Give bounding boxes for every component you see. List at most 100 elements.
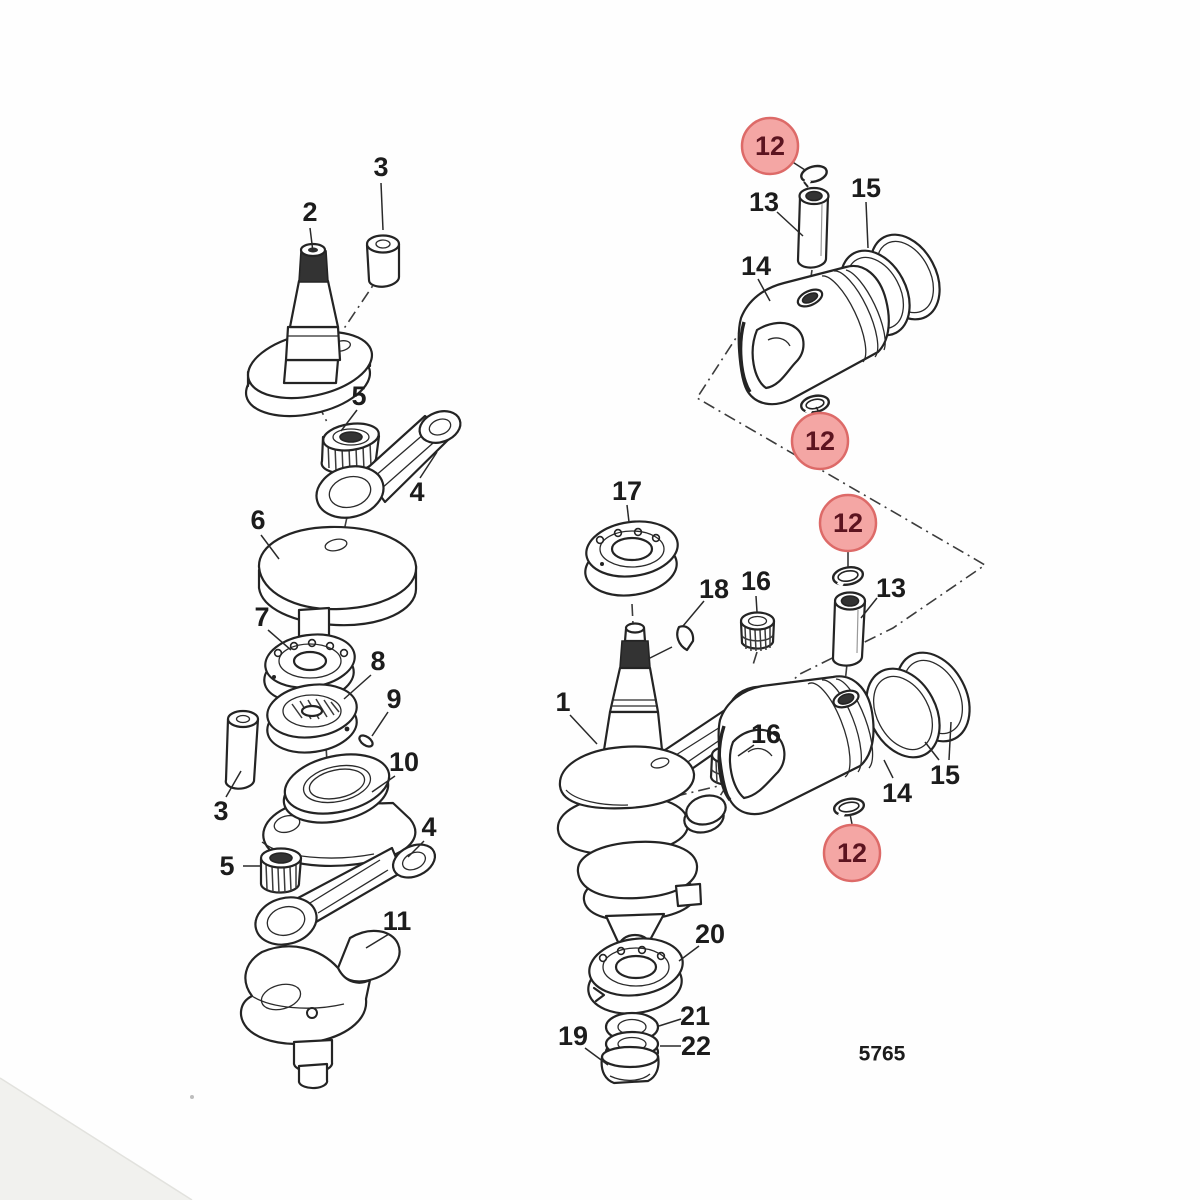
callout-label-9: 9	[386, 684, 401, 714]
woodruff-key-18	[676, 625, 695, 652]
wrist-pin-13-lower	[831, 591, 867, 667]
piston-rings-15-lower	[865, 651, 971, 759]
callout-label-15: 15	[851, 173, 881, 203]
callout-label-7: 7	[254, 602, 269, 632]
callout-label-3: 3	[373, 152, 388, 182]
callout-leader-18	[682, 600, 705, 627]
callout-leader-6	[260, 534, 280, 560]
callout-label-10: 10	[389, 747, 419, 777]
centerline	[631, 603, 634, 625]
connecting-rod-4-lower	[254, 843, 437, 946]
piston-14-upper	[737, 264, 890, 406]
highlight-circle-12	[790, 411, 850, 471]
callout-label-14: 14	[882, 778, 912, 808]
lower-piston-assembly	[717, 566, 971, 818]
callout-leader-16	[755, 595, 758, 613]
callout-label-4: 4	[409, 477, 424, 507]
upper-piston-assembly	[737, 164, 941, 415]
center-bearing-8	[266, 683, 358, 754]
callout-label-5: 5	[351, 381, 366, 411]
retaining-clip-12-d	[832, 797, 866, 818]
callout-label-14: 14	[741, 251, 771, 281]
callout-label-12: 12	[805, 426, 835, 456]
callout-leader-7	[267, 629, 292, 651]
callout-leader-13	[860, 597, 878, 619]
callout-leader-3	[225, 770, 242, 798]
callout-label-18: 18	[699, 574, 729, 604]
callout-leader-12	[849, 813, 853, 825]
callout-leader-14	[757, 278, 771, 302]
callout-leader-10	[371, 775, 396, 793]
callout-leader-13	[776, 211, 804, 237]
crank-web-11	[239, 929, 401, 1090]
retaining-clip-12-b	[800, 394, 830, 415]
needle-bearing-5-lower	[259, 847, 303, 894]
callout-label-15: 15	[930, 760, 960, 790]
retaining-clip-12-a	[800, 164, 828, 188]
needle-bearing-16-upper	[739, 611, 776, 652]
callout-label-16: 16	[751, 719, 781, 749]
figure-number: 5765	[859, 1043, 906, 1066]
callout-label-5: 5	[219, 851, 234, 881]
callout-leader-18	[647, 646, 673, 660]
callout-label-20: 20	[695, 919, 725, 949]
callout-leader-4	[419, 451, 438, 479]
left-crankshaft-assembly	[224, 234, 462, 1090]
callout-label-2: 2	[302, 197, 317, 227]
callout-leader-14	[883, 759, 894, 779]
callout-label-13: 13	[749, 187, 779, 217]
callout-label-12: 12	[755, 131, 785, 161]
callout-label-13: 13	[876, 573, 906, 603]
ball-bearing-20	[587, 937, 684, 1015]
highlight-circle-12	[822, 823, 882, 883]
crankshaft-top-half-2	[244, 242, 374, 418]
crank-web-10	[261, 753, 417, 867]
dowel-pin-3-top	[365, 234, 401, 288]
centerline	[844, 663, 848, 684]
callout-label-8: 8	[370, 646, 385, 676]
callout-leader-2	[309, 227, 314, 253]
locating-pin-9	[358, 734, 374, 748]
callout-label-1: 1	[555, 687, 570, 717]
callout-label-6: 6	[250, 505, 265, 535]
callout-label-12: 12	[833, 508, 863, 538]
highlight-circle-12	[818, 493, 878, 553]
callout-leader-15	[865, 201, 869, 249]
callout-leader-17	[626, 504, 630, 523]
callout-leader-15	[948, 721, 952, 761]
callout-leader-19	[584, 1047, 609, 1066]
callout-leader-12	[815, 406, 820, 413]
highlight-circle-12	[740, 116, 800, 176]
ball-bearing-17	[584, 520, 679, 597]
callout-leader-21	[658, 1018, 682, 1027]
callout-label-19: 19	[558, 1021, 588, 1051]
callout-leader-15	[924, 741, 940, 761]
callout-layer: 2 3 5 4 6 7 89 3 10 5 4 11 17 1 18 16 13 16 14 15 12 13 15 14 12…	[213, 116, 960, 1066]
wrist-pin-13-upper	[796, 186, 830, 269]
callout-leader-16	[737, 744, 755, 757]
centerline	[751, 651, 758, 669]
callout-label-22: 22	[681, 1031, 711, 1061]
dowel-pin-3-lower	[224, 709, 260, 790]
callout-leader-3	[380, 182, 384, 231]
callout-label-4: 4	[421, 812, 436, 842]
callout-label-16: 16	[741, 566, 771, 596]
callout-label-21: 21	[680, 1001, 710, 1031]
end-cap-19	[600, 1045, 660, 1085]
callout-leader-8	[343, 674, 372, 700]
callout-label-3: 3	[213, 796, 228, 826]
callout-label-11: 11	[383, 906, 412, 936]
retaining-clip-12-c	[831, 566, 865, 587]
scan-corner-artifact	[0, 1077, 194, 1200]
callout-leader-9	[371, 711, 389, 737]
crank-web-6	[257, 525, 418, 677]
callout-leader-1	[569, 714, 598, 745]
callout-leader-4	[407, 840, 425, 858]
callout-leader-20	[678, 945, 700, 962]
piston-14-lower	[717, 675, 875, 816]
callout-label-12: 12	[837, 838, 867, 868]
callout-leader-5	[340, 409, 358, 432]
callout-label-17: 17	[612, 476, 642, 506]
